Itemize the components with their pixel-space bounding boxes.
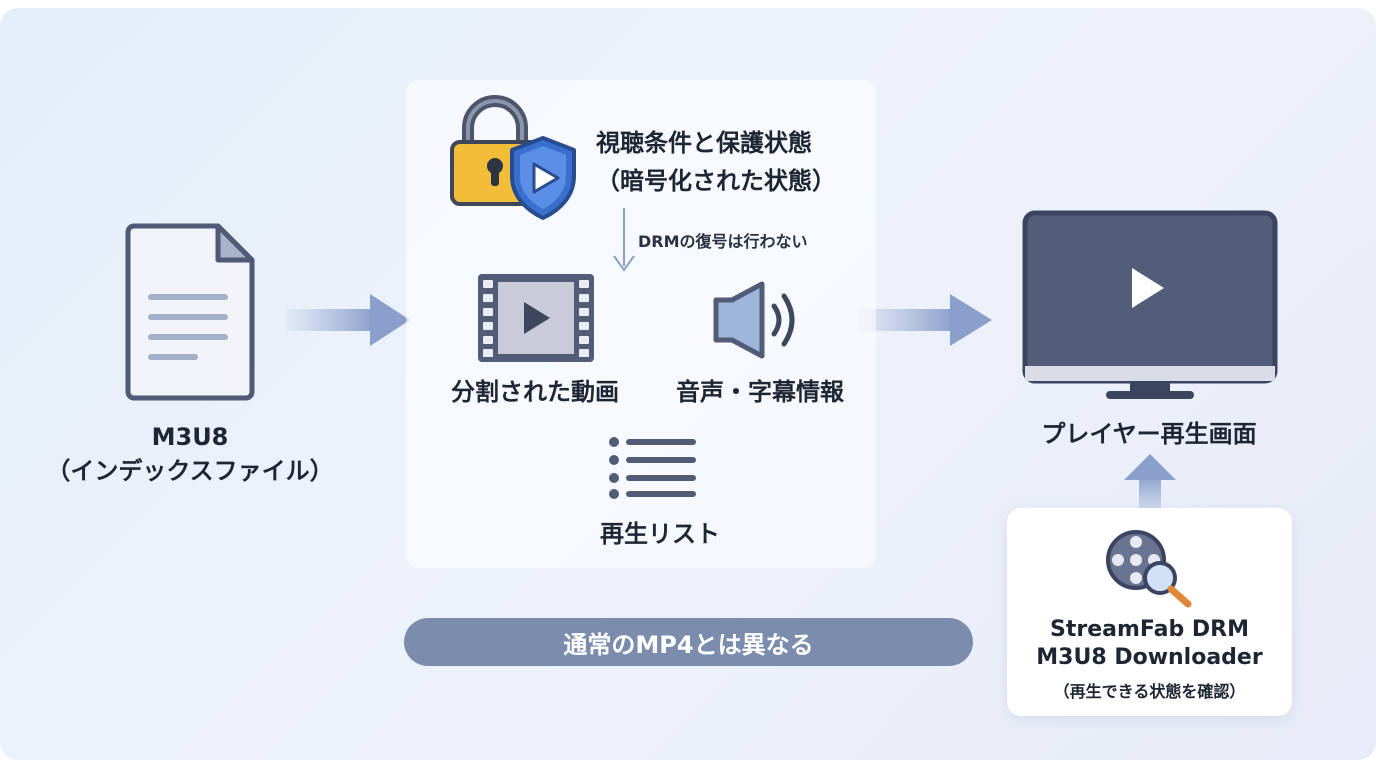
audio-label: 音声・字幕情報	[676, 378, 844, 406]
protection-line2: （暗号化された状態）	[596, 167, 836, 195]
film-strip-icon	[478, 274, 594, 362]
player-label: プレイヤー再生画面	[1041, 420, 1257, 448]
file-label: M3U8 （インデックスファイル）	[40, 420, 340, 488]
video-label: 分割された動画	[451, 378, 619, 406]
monitor-play-icon	[1022, 210, 1278, 399]
protection-line1: 視聴条件と保護状態	[596, 129, 812, 157]
document-icon	[125, 223, 255, 401]
playlist-label: 再生リスト	[600, 520, 720, 548]
drm-down-arrow-icon	[613, 208, 635, 272]
drm-note: DRMの復号は行わない	[638, 232, 808, 251]
difference-pill: 通常のMP4とは異なる	[404, 618, 973, 666]
speaker-icon	[713, 281, 795, 359]
shield-play-icon	[510, 136, 576, 220]
file-name: M3U8	[151, 423, 229, 451]
downloader-name: StreamFab DRM M3U8 Downloader	[1007, 616, 1292, 672]
film-reel-search-icon	[1106, 530, 1192, 608]
downloader-subtitle: （再生できる状態を確認）	[1053, 682, 1246, 701]
downloader-name-line2: M3U8 Downloader	[1036, 645, 1263, 670]
list-icon	[609, 437, 696, 499]
file-description: （インデックスファイル）	[46, 457, 334, 485]
downloader-name-line1: StreamFab DRM	[1050, 617, 1249, 642]
protection-title: 視聴条件と保護状態 （暗号化された状態）	[596, 124, 876, 200]
